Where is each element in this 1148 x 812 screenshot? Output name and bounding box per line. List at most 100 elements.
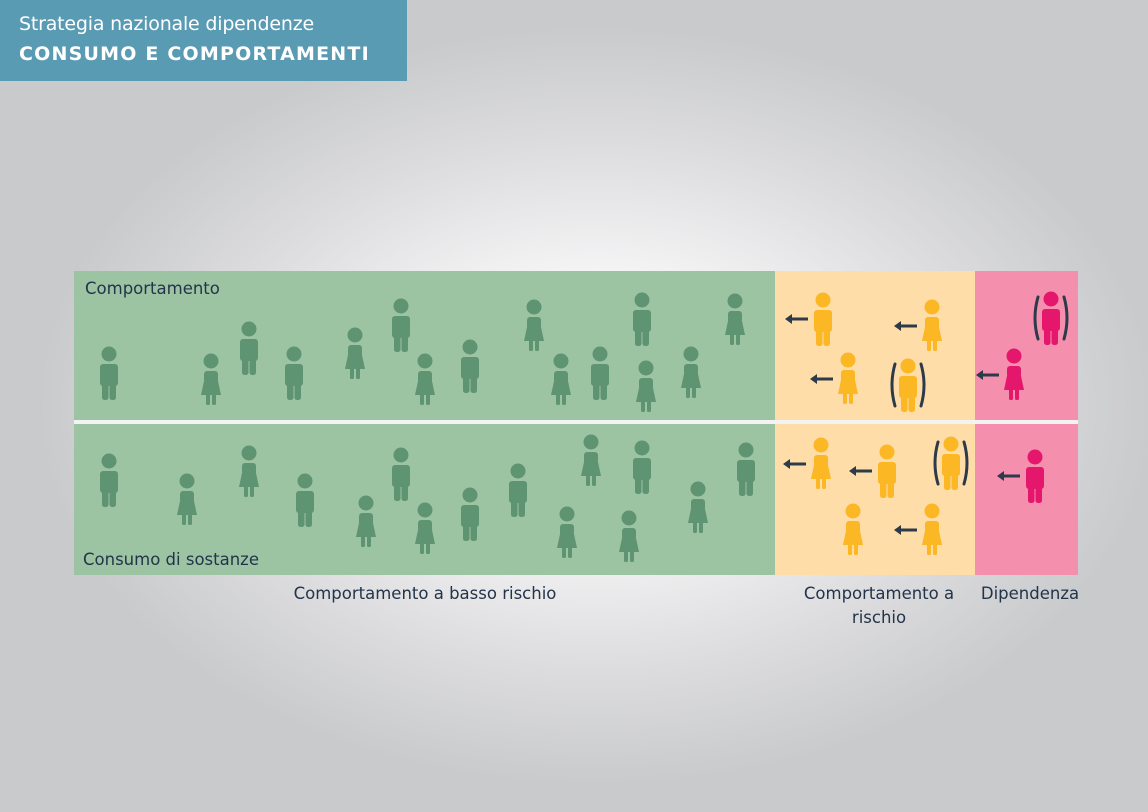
person-torso [878, 462, 896, 484]
person-torso [584, 452, 598, 464]
row-divider [74, 420, 1078, 424]
person-skirt [551, 381, 571, 395]
person-female-icon [894, 299, 942, 351]
person-torso [242, 463, 256, 475]
person-leg [1009, 388, 1013, 400]
person-leg [624, 550, 628, 562]
person-leg [470, 377, 477, 393]
person-female-icon [976, 348, 1024, 400]
person-head [634, 292, 650, 308]
person-male-icon [461, 487, 479, 541]
person-head [1027, 449, 1043, 465]
person-leg [511, 501, 518, 517]
person-leg [394, 485, 401, 501]
person-male-icon [296, 473, 314, 527]
person-head [1043, 291, 1059, 307]
person-leg [242, 359, 249, 375]
person-torso [392, 465, 410, 487]
person-female-icon [415, 502, 435, 554]
person-female-icon [415, 353, 435, 405]
person-head [592, 346, 608, 362]
person-male-icon [785, 292, 832, 346]
person-torso [591, 364, 609, 386]
person-leg [593, 384, 600, 400]
person-leg [463, 377, 470, 393]
person-torso [204, 371, 218, 383]
person-leg [102, 491, 109, 507]
person-leg [854, 543, 858, 555]
person-leg [635, 330, 642, 346]
person-male-icon [100, 346, 118, 400]
person-skirt [557, 534, 577, 548]
person-leg [249, 359, 256, 375]
person-torso [633, 310, 651, 332]
person-head [738, 442, 754, 458]
person-leg [244, 485, 248, 497]
person-leg [401, 485, 408, 501]
person-skirt [239, 473, 259, 487]
person-leg [212, 393, 216, 405]
person-leg [350, 367, 354, 379]
person-head [358, 495, 374, 511]
person-torso [527, 317, 541, 329]
person-skirt [681, 374, 701, 388]
person-torso [285, 364, 303, 386]
person-head [638, 360, 654, 376]
person-leg [927, 339, 931, 351]
person-skirt [524, 327, 544, 341]
person-torso [1026, 467, 1044, 489]
arrow-left-icon [783, 459, 806, 469]
person-leg [746, 480, 753, 496]
person-leg [287, 384, 294, 400]
person-female-icon [356, 495, 376, 547]
person-leg [823, 330, 830, 346]
person-leg [816, 477, 820, 489]
person-leg [182, 513, 186, 525]
person-head [559, 506, 575, 522]
person-leg [822, 477, 826, 489]
caption-dipendenza: Dipendenza [980, 584, 1080, 603]
person-head [510, 463, 526, 479]
person-head [840, 352, 856, 368]
person-male-icon [933, 436, 969, 490]
person-head [690, 481, 706, 497]
person-female-icon [894, 503, 942, 555]
person-female-icon [557, 506, 577, 558]
person-leg [692, 386, 696, 398]
bracket-left-icon [933, 440, 940, 486]
person-torso [684, 364, 698, 376]
person-skirt [838, 380, 858, 394]
arrow-left-icon [785, 314, 808, 324]
person-leg [529, 339, 533, 351]
person-torso [1007, 366, 1021, 378]
person-leg [535, 339, 539, 351]
person-skirt [636, 388, 656, 402]
person-leg [641, 400, 645, 412]
person-head [462, 339, 478, 355]
person-torso [418, 520, 432, 532]
person-skirt [811, 465, 831, 479]
person-female-icon [810, 352, 858, 404]
caption-rischio-text: Comportamento a rischio [803, 584, 955, 627]
person-male-icon [285, 346, 303, 400]
person-torso [846, 521, 860, 533]
person-male-icon [509, 463, 527, 517]
person-male-icon [392, 298, 410, 352]
person-skirt [725, 321, 745, 335]
person-leg [686, 386, 690, 398]
person-head [813, 437, 829, 453]
person-head [924, 503, 940, 519]
person-leg [109, 384, 116, 400]
person-head [101, 453, 117, 469]
person-torso [814, 310, 832, 332]
person-female-icon [345, 327, 365, 379]
person-head [417, 353, 433, 369]
person-torso [639, 378, 653, 390]
row-label-consumo: Consumo di sostanze [83, 550, 259, 569]
person-leg [843, 392, 847, 404]
person-head [879, 444, 895, 460]
bracket-left-icon [890, 362, 897, 408]
person-leg [642, 478, 649, 494]
arrow-left-icon [849, 466, 872, 476]
